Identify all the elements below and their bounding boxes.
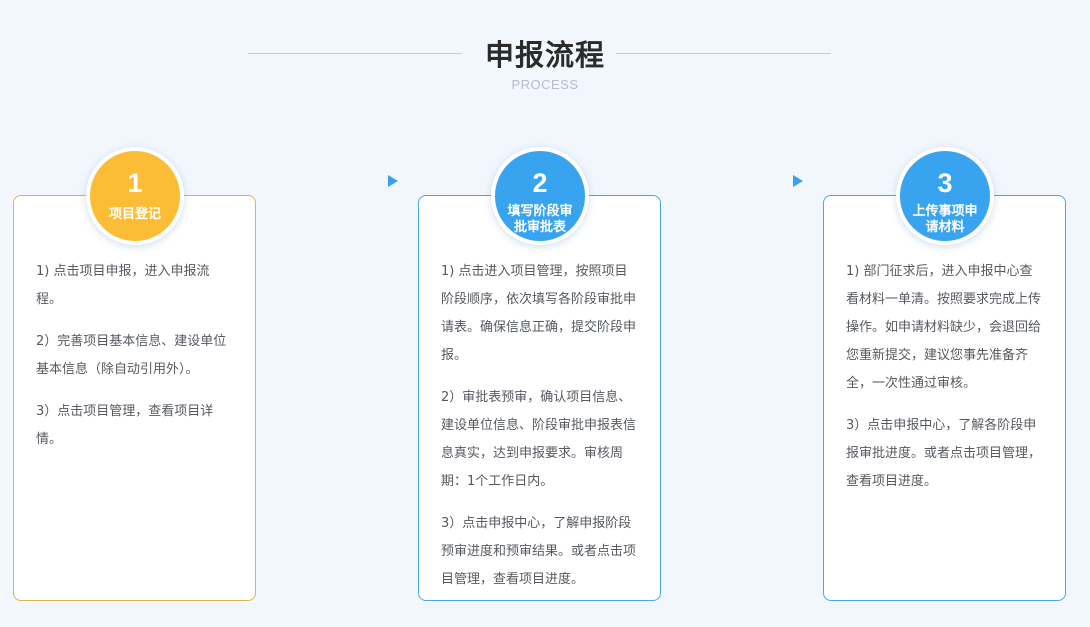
step-2-paragraph-3: 3）点击申报中心，了解申报阶段预审进度和预审结果。或者点击项目管理，查看项目进度… [441,516,637,587]
step-title-2: 填写阶段审批审批表 [507,204,573,235]
step-3-paragraph-2: 3）点击申报中心，了解各阶段申报审批进度。或者点击项目管理，查看项目进度。 [846,418,1042,489]
arrow-right-icon [677,175,803,187]
step-card-2: 1) 点击进入项目管理，按照项目阶段顺序，依次填写各阶段审批申请表。确保信息正确… [418,195,661,601]
step-title-3: 上传事项申请材料 [912,204,978,235]
step-card-3: 1) 部门征求后，进入申报中心查看材料一单清。按照要求完成上传操作。如申请材料缺… [823,195,1066,601]
step-number-2: 2 [532,168,548,198]
section-header: 申报流程 PROCESS [0,36,1090,96]
step-1-paragraph-2: 2）完善项目基本信息、建设单位基本信息（除自动引用外）。 [36,334,227,377]
step-badge-2: 2 填写阶段审批审批表 [491,147,589,245]
step-badge-3: 3 上传事项申请材料 [896,147,994,245]
step-card-1: 1) 点击项目申报，进入申报流程。 2）完善项目基本信息、建设单位基本信息（除自… [13,195,256,601]
header-divider-right [616,53,831,54]
page-title: 申报流程 [484,38,605,72]
step-2-paragraph-1: 1) 点击进入项目管理，按照项目阶段顺序，依次填写各阶段审批申请表。确保信息正确… [441,264,637,363]
step-title-1: 项目登记 [108,207,161,222]
step-number-1: 1 [127,168,143,198]
step-number-3: 3 [937,168,953,198]
header-divider-left [248,53,462,54]
step-2-paragraph-2: 2）审批表预审，确认项目信息、建设单位信息、阶段审批申报表信息真实，达到申报要求… [441,390,637,489]
step-badge-1: 1 项目登记 [86,147,184,245]
page-subtitle: PROCESS [511,77,579,92]
step-1-paragraph-3: 3）点击项目管理，查看项目详情。 [36,404,214,447]
arrow-right-icon [272,175,398,187]
step-1-paragraph-1: 1) 点击项目申报，进入申报流程。 [36,264,210,307]
step-3-paragraph-1: 1) 部门征求后，进入申报中心查看材料一单清。按照要求完成上传操作。如申请材料缺… [846,264,1042,391]
